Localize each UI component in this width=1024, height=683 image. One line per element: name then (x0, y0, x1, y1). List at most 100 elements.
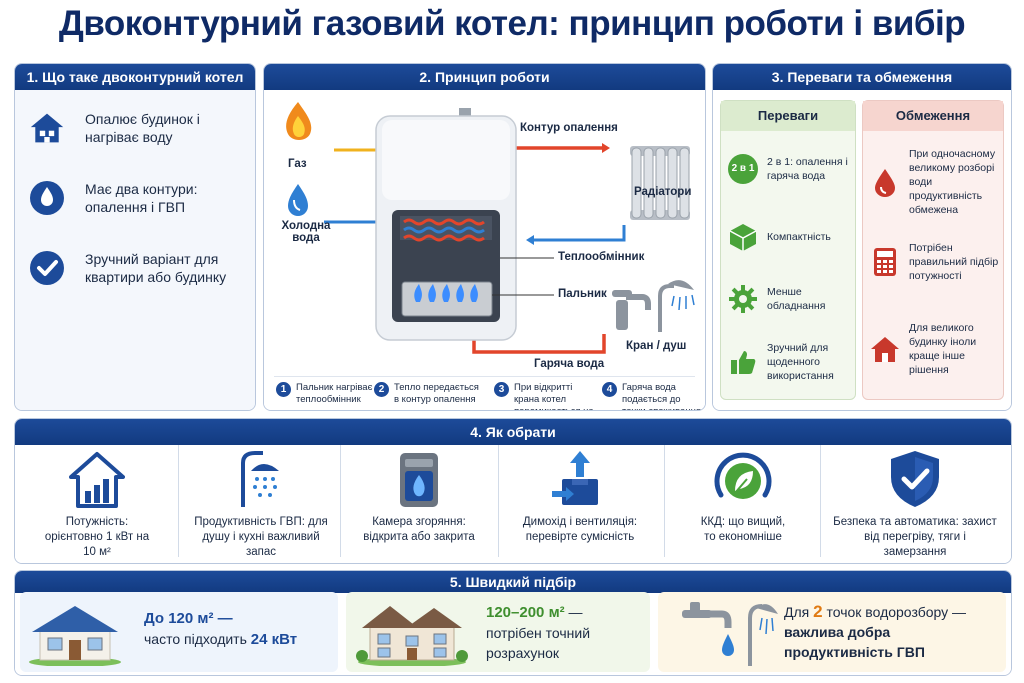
label-gas: Газ (288, 158, 307, 170)
pros-title: Переваги (721, 101, 855, 131)
feature-row: Опалює будинок і нагріває воду (29, 110, 225, 146)
pros-column: Переваги 2 в 1 2 в 1: опалення і гаряча … (720, 100, 856, 400)
boiler-flame-icon (336, 447, 502, 509)
quick-text: продуктивність ГВП (784, 644, 925, 660)
quick-text: розрахунок (486, 645, 560, 661)
cons-column: Обмеження При одночасному великому розбо… (862, 100, 1004, 400)
quick-text: важлива добра (784, 624, 891, 640)
page-title: Двоконтурний газовий котел: принцип робо… (58, 4, 966, 43)
label-tap-shower: Кран / душ (626, 340, 687, 352)
house-chart-icon (14, 447, 180, 509)
choose-item: Камера згоряння: відкрита або закрита (336, 447, 502, 545)
label-cold-water: Холодна вода (281, 220, 331, 244)
section-header: 1. Що таке двоконтурний котел (15, 64, 255, 90)
feature-row: Має два контури: опалення і ГВП (29, 180, 235, 216)
water-drop-icon (29, 180, 65, 216)
section-header: 4. Як обрати (15, 419, 1011, 445)
choose-text: ККД: що вищий, то економніше (700, 516, 786, 543)
choose-item: Продуктивність ГВП: для душу і кухні важ… (178, 447, 344, 560)
boiler-diagram (286, 102, 695, 354)
cons-item: Потрібен правильний підбір потужності (869, 241, 1005, 283)
label-heating-circuit: Контур опалення (520, 122, 618, 134)
section-header: 2. Принцип роботи (264, 64, 705, 90)
quick-text: Для 2 точок водорозбору — (784, 602, 967, 621)
feature-text: Має два контури: опалення і ГВП (85, 181, 198, 215)
faucet-shower-icon (682, 602, 778, 666)
step-text: При відкритті крана котел перемикається … (514, 382, 594, 410)
section-principle: 2. Принцип роботи (263, 63, 706, 411)
feature-text: Опалює будинок і нагріває воду (85, 111, 200, 145)
quick-card: До 120 м² — часто підходить 24 кВт (20, 592, 338, 672)
step-number: 4 (602, 382, 617, 397)
choose-item: Потужність: орієнтовно 1 кВт на 10 м² (14, 447, 180, 560)
choose-text: Продуктивність ГВП: для душу і кухні важ… (194, 516, 328, 558)
cons-text: Для великого будинку іноли краще інше рі… (909, 322, 977, 376)
choose-item: Димохід і вентиляція: перевірте сумісніс… (497, 447, 663, 545)
flame-icon (286, 102, 312, 140)
cons-text: При одночасному великому розборі води пр… (909, 148, 996, 216)
feature-row: Зручний варіант для квартири або будинку (29, 250, 245, 286)
section-what-is: 1. Що таке двоконтурний котел Опалює буд… (14, 63, 256, 411)
large-house-icon (356, 606, 468, 666)
label-radiators: Радіатори (634, 186, 692, 198)
quick-card: Для 2 точок водорозбору — важлива добра … (658, 592, 1006, 672)
section-header: 3. Переваги та обмеження (713, 64, 1011, 90)
step-text: Гаряча вода подається до точки споживанн… (622, 382, 701, 410)
step: 3 При відкритті крана котел перемикаєтьс… (494, 382, 600, 410)
quick-text: часто підходить 24 кВт (144, 631, 298, 648)
water-drop-icon (288, 184, 308, 216)
label-heat-exchanger: Теплообмінник (558, 251, 645, 263)
pros-item: Компактність (727, 221, 831, 253)
quick-text: До 120 м² — (144, 610, 233, 627)
cons-title: Обмеження (863, 101, 1003, 131)
house-icon (29, 110, 65, 146)
pros-item: Зручний для щоденного використання (727, 341, 851, 383)
quick-text: 120–200 м² — (486, 604, 583, 621)
label-hot-water: Гаряча вода (534, 358, 605, 370)
pros-text: Зручний для щоденного використання (767, 342, 834, 382)
step-number: 3 (494, 382, 509, 397)
quick-card: 120–200 м² — потрібен точний розрахунок (346, 592, 650, 672)
step-number: 1 (276, 382, 291, 397)
quick-text: потрібен точний (486, 625, 591, 641)
calculator-icon (869, 246, 901, 278)
pros-item: 2 в 1 2 в 1: опалення і гаряча вода (727, 153, 853, 185)
step: 2 Тепло передається в контур опалення (374, 382, 484, 406)
gear-icon (727, 283, 759, 315)
step: 4 Гаряча вода подається до точки спожива… (602, 382, 702, 410)
house-icon (29, 606, 121, 666)
heating-return-pipe (532, 225, 626, 242)
radiator-icon (630, 146, 690, 220)
pros-text: Компактність (767, 231, 831, 243)
label-burner: Пальник (558, 288, 607, 300)
choose-text: Димохід і вентиляція: перевірте сумісніс… (522, 516, 638, 543)
two-in-one-icon: 2 в 1 (727, 153, 759, 185)
step-number: 2 (374, 382, 389, 397)
choose-item: ККД: що вищий, то економніше (660, 447, 826, 545)
shield-check-icon (820, 447, 1010, 509)
section-header: 5. Швидкий підбір (15, 571, 1011, 593)
pros-text: 2 в 1: опалення і гаряча вода (767, 156, 848, 182)
cons-item: При одночасному великому розборі води пр… (869, 147, 1005, 217)
thumbs-up-icon (727, 346, 759, 378)
choose-text: Потужність: орієнтовно 1 кВт на 10 м² (44, 516, 150, 558)
step: 1 Пальник нагріває теплообмінник (276, 382, 374, 406)
cons-text: Потрібен правильний підбір потужності (909, 242, 999, 282)
shower-icon (178, 447, 344, 509)
cube-icon (727, 221, 759, 253)
pros-text: Менше обладнання (767, 286, 826, 312)
house-icon (869, 333, 901, 365)
leaf-gauge-icon (660, 447, 826, 509)
choose-item: Безпека та автоматика: захист від перегр… (820, 447, 1010, 560)
heating-supply-pipe (512, 146, 604, 240)
cons-item: Для великого будинку іноли краще інше рі… (869, 321, 1003, 377)
step-text: Пальник нагріває теплообмінник (296, 382, 373, 405)
section-how-to-choose: 4. Як обрати (14, 418, 1012, 564)
water-drop-icon (869, 166, 901, 198)
faucet-icon (612, 290, 651, 330)
pros-item: Менше обладнання (727, 283, 847, 315)
feature-text: Зручний варіант для квартири або будинку (85, 251, 227, 285)
shower-icon (658, 280, 695, 332)
choose-text: Безпека та автоматика: захист від перегр… (833, 516, 997, 558)
step-text: Тепло передається в контур опалення (394, 382, 479, 405)
